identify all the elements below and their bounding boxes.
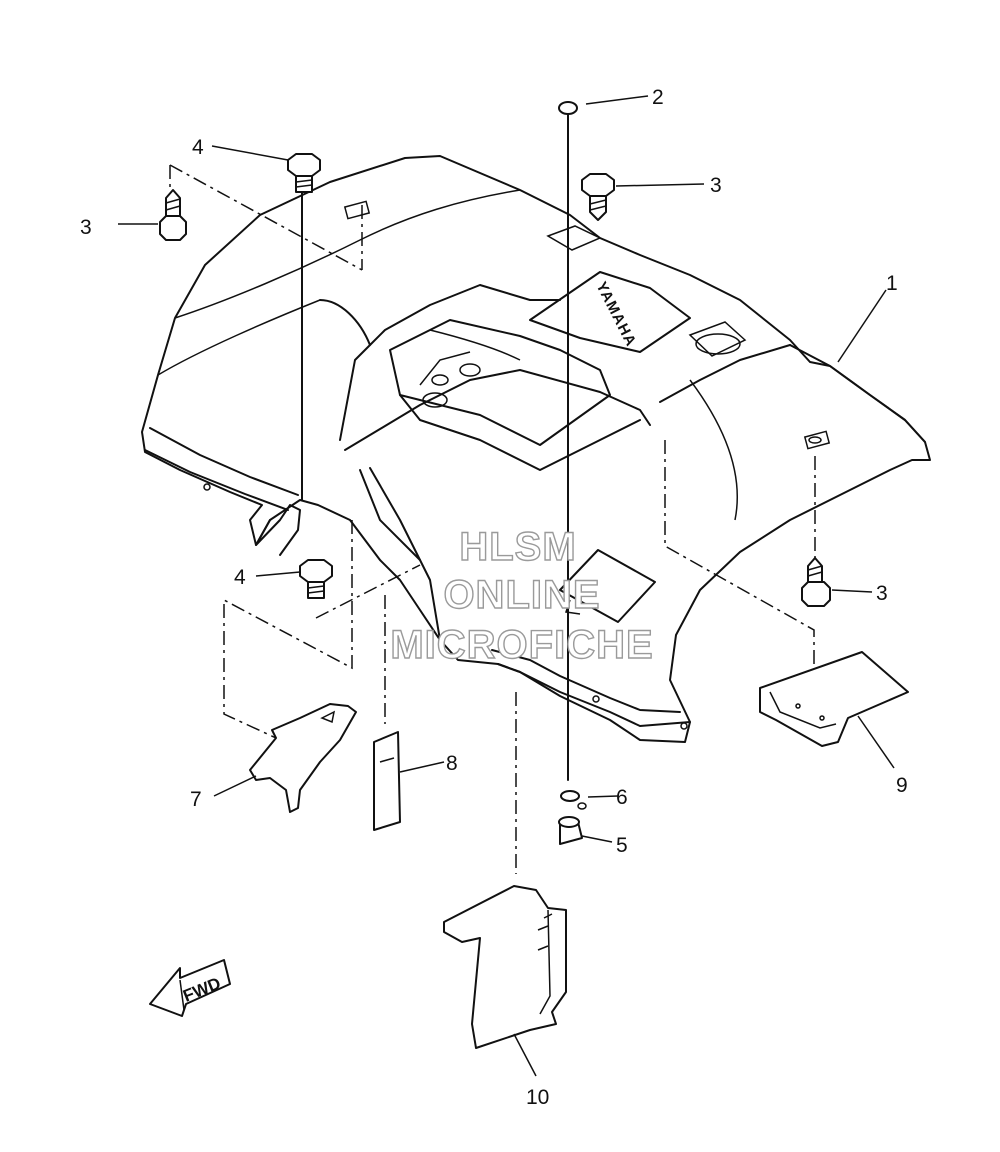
- bolt-part-4-top: [287, 153, 321, 501]
- watermark-line-1: HLSM: [459, 525, 576, 569]
- callout-3-top: 3: [710, 174, 722, 197]
- callout-1: 1: [886, 272, 898, 295]
- callout-10: 10: [526, 1086, 549, 1109]
- screw-part-3-left: [159, 189, 187, 241]
- assembly-guide-lines: [169, 164, 816, 874]
- rear-fender-part-1: YAMAHA: [141, 155, 931, 743]
- bracket-part-9: [759, 651, 909, 747]
- forward-direction-arrow: FWD: [149, 959, 231, 1017]
- callout-7: 7: [190, 788, 202, 811]
- callout-4-top: 4: [192, 136, 204, 159]
- callout-2: 2: [652, 86, 664, 109]
- guard-part-10: [443, 885, 567, 1049]
- screw-part-3-top: [581, 173, 615, 221]
- watermark: HLSM ONLINE MICROFICHE: [390, 524, 654, 667]
- bolt-part-4-bottom: [299, 559, 333, 599]
- callout-5: 5: [616, 834, 628, 857]
- plate-part-8: [373, 731, 401, 831]
- callout-leader-lines: [118, 95, 895, 1077]
- callout-numbers: 1 2 3 3 3 4 4 5 6 7 8 9 10: [80, 86, 908, 1109]
- watermark-line-3: MICROFICHE: [390, 623, 653, 667]
- cap-part-2: [558, 101, 578, 781]
- callout-3-right: 3: [876, 582, 888, 605]
- callout-4-bottom: 4: [234, 566, 246, 589]
- watermark-line-2: ONLINE: [443, 573, 600, 617]
- screw-part-3-right: [801, 557, 831, 607]
- callout-9: 9: [896, 774, 908, 797]
- flap-part-7: [249, 703, 357, 813]
- collar-part-5: [558, 816, 583, 845]
- callout-3-left: 3: [80, 216, 92, 239]
- clip-part-6: [560, 790, 587, 810]
- callout-8: 8: [446, 752, 458, 775]
- callout-6: 6: [616, 786, 628, 809]
